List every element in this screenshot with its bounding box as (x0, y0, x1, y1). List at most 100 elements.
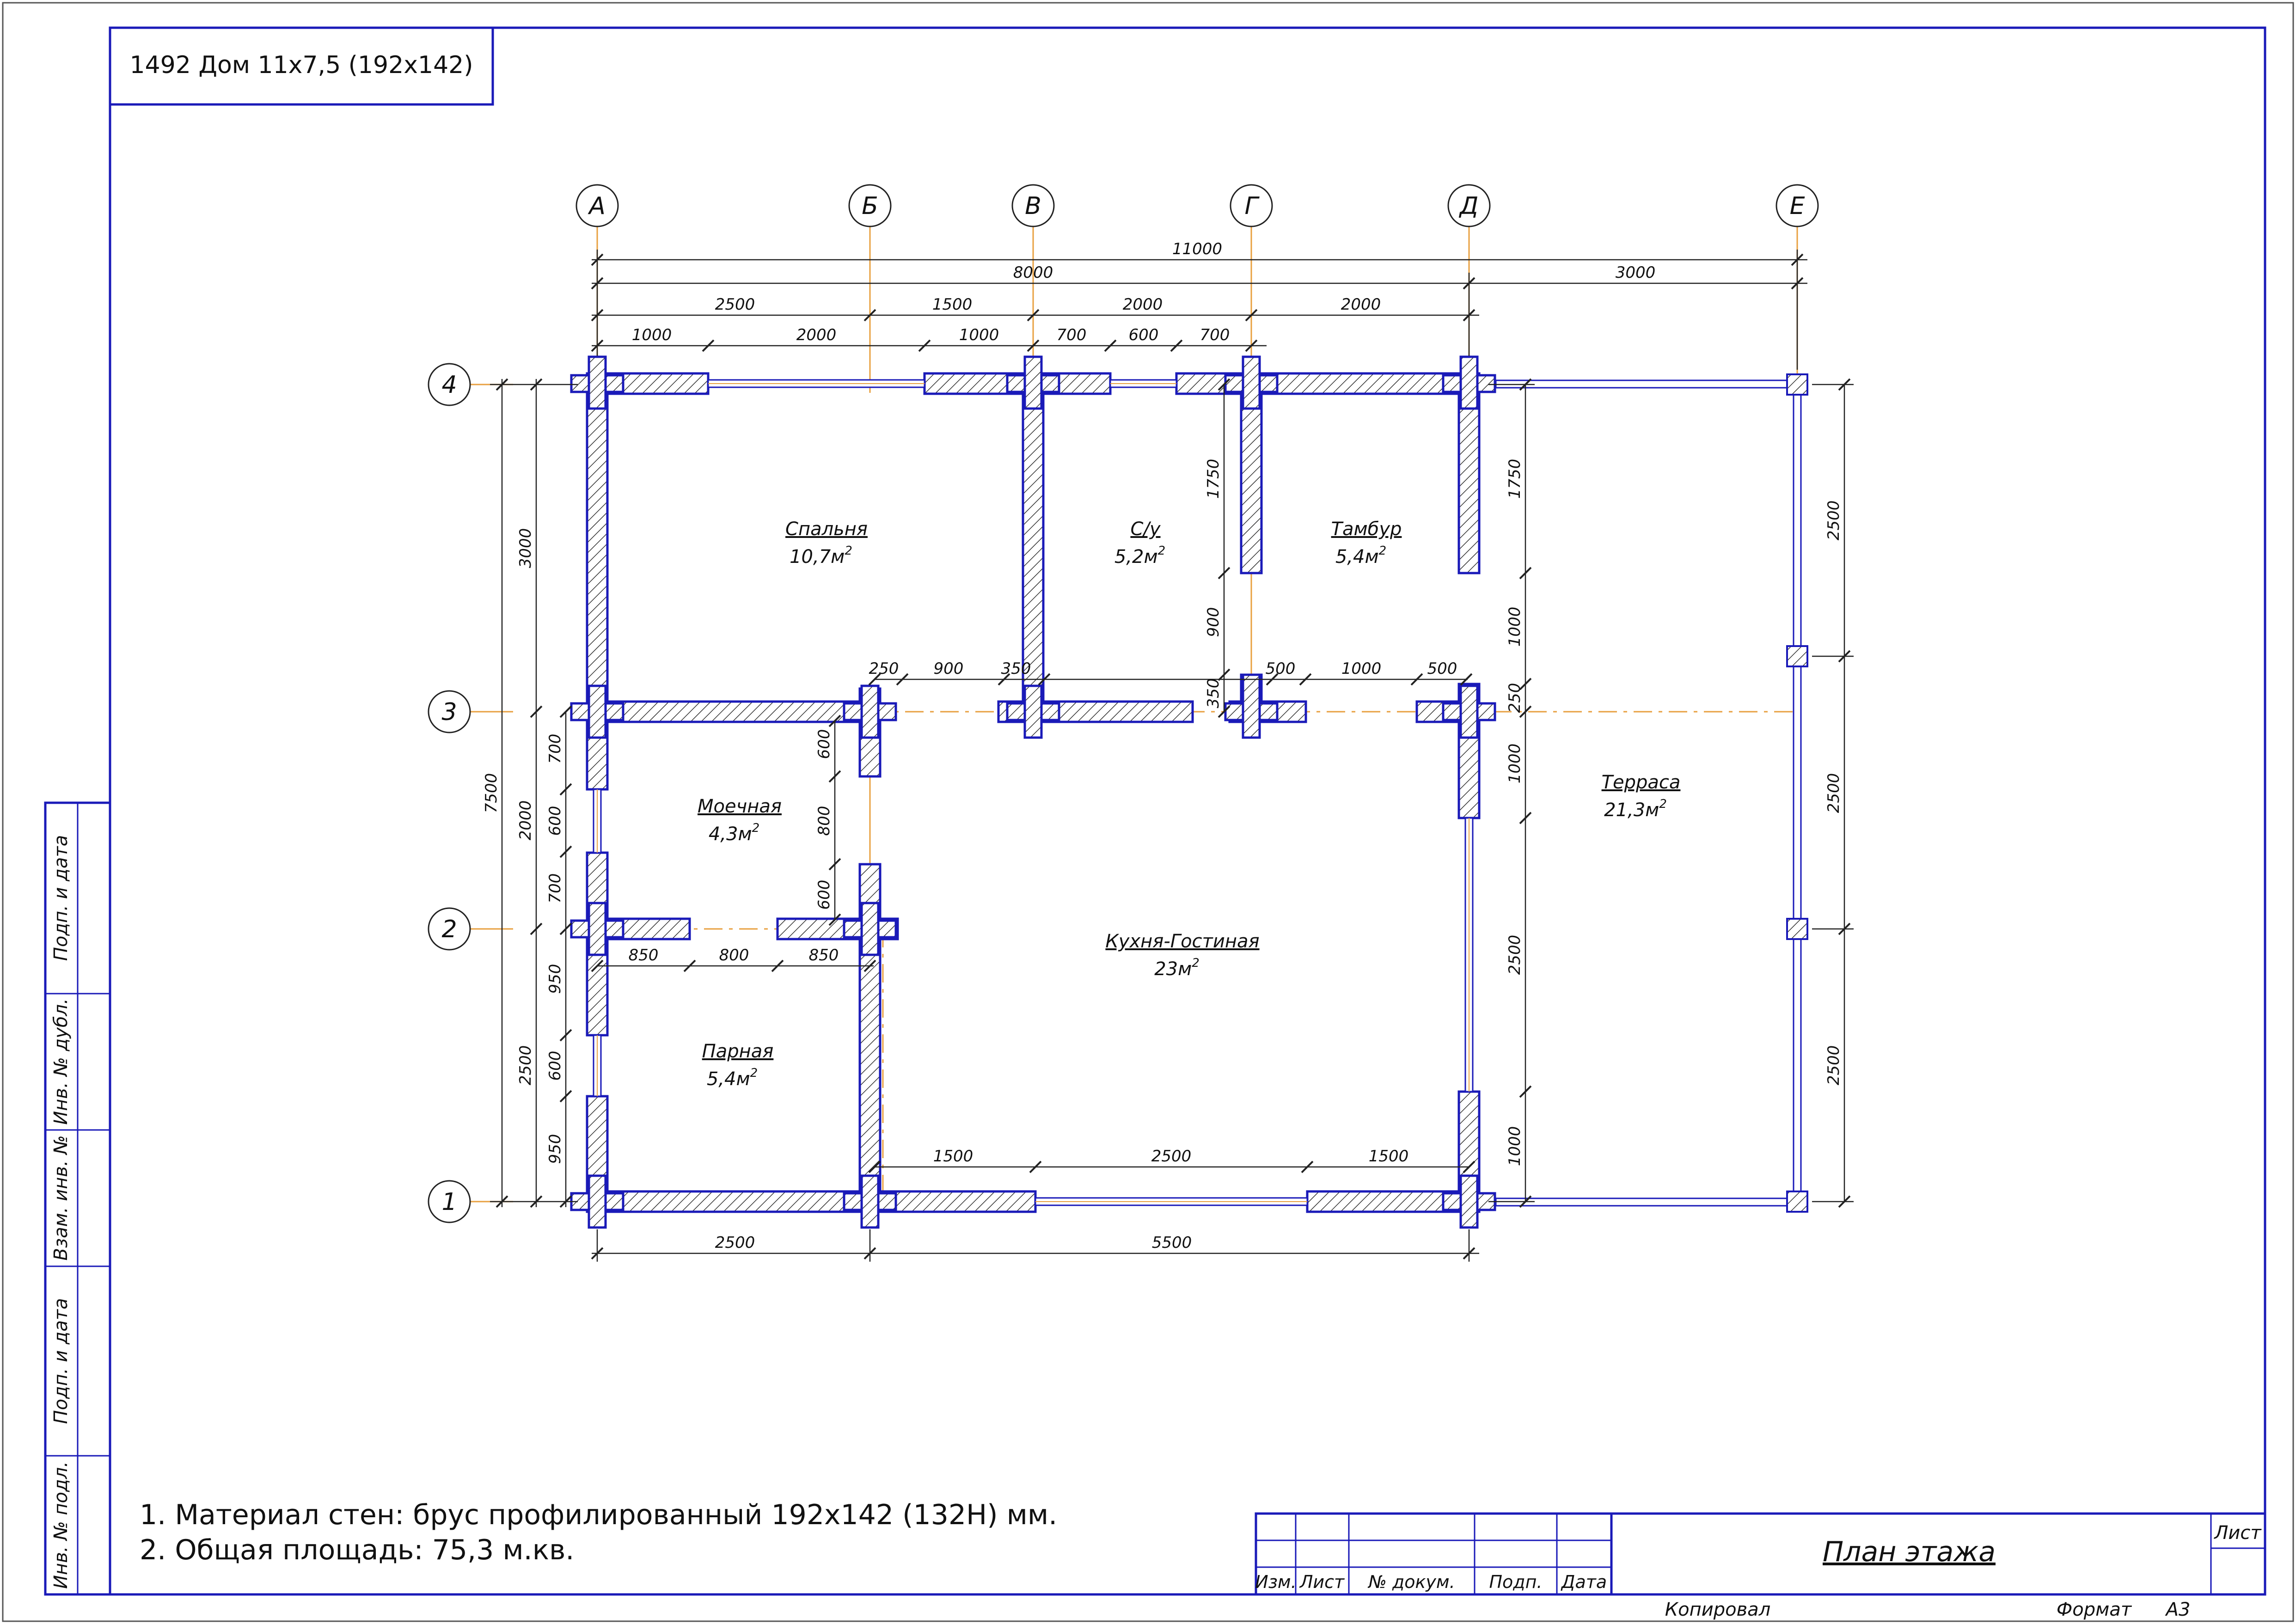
room-area-sup: 2 (1659, 797, 1667, 811)
room-name: Спальня (785, 519, 868, 540)
dim-label: 700 (546, 873, 564, 904)
dim-label: 2500 (715, 295, 755, 314)
dim-label: 1000 (959, 326, 999, 344)
stamp-label: Взам. инв. № (50, 1135, 72, 1261)
dim-label: 11000 (1172, 240, 1222, 258)
dim-label: 1000 (1506, 607, 1524, 647)
room-area-value: 5,2м (1114, 546, 1158, 568)
terrace-post (1786, 373, 1808, 396)
dim-label: 2500 (1825, 773, 1843, 813)
axis-label-g: Г (1245, 192, 1260, 220)
dim-label: 2000 (1341, 295, 1381, 314)
stamp-label: Инв. № подл. (50, 1461, 72, 1589)
room-area-sup: 2 (1379, 544, 1387, 558)
tb-col-label: Дата (1561, 1572, 1607, 1592)
axis-label-1: 1 (441, 1188, 457, 1216)
dim-label: 600 (815, 729, 833, 759)
dim-label: 2000 (796, 326, 837, 344)
dimension-ticks (496, 253, 1851, 1260)
tb-sheet-label: Лист (2213, 1522, 2262, 1544)
axis-label-d: Д (1459, 192, 1479, 220)
dim-label: 950 (546, 964, 564, 994)
room-area-sup: 2 (845, 544, 852, 558)
title-tag: 1492 Дом 11x7,5 (192x142) (109, 26, 494, 106)
room-area-value: 21,3м (1604, 800, 1659, 821)
axis-label-a: А (588, 192, 606, 220)
terrace-structure (1495, 373, 1808, 1213)
room-area-sup: 2 (1158, 544, 1166, 558)
room-area: 5,2м2 (1114, 544, 1165, 568)
tb-sheet-title: План этажа (1823, 1536, 1996, 1568)
terrace-post (1786, 918, 1808, 940)
dim-label: 900 (1204, 607, 1223, 637)
room-area-value: 5,4м (707, 1068, 750, 1090)
room-area: 5,4м2 (707, 1066, 758, 1090)
dim-label: 3000 (1616, 263, 1656, 282)
dim-label: 900 (934, 659, 964, 678)
dimension-texts: 11000 8000 3000 2500 1500 2000 2000 1000… (482, 240, 1843, 1252)
dim-label: 950 (546, 1134, 564, 1164)
note-line: 2. Общая площадь: 75,3 м.кв. (140, 1534, 574, 1566)
room-area: 10,7м2 (790, 544, 852, 568)
dim-label: 1750 (1506, 459, 1524, 499)
wall-joints (570, 355, 1496, 1229)
axis-label-4: 4 (441, 371, 457, 399)
dim-label: 700 (546, 734, 564, 764)
dim-label: 1000 (632, 326, 672, 344)
tb-copied: Копировал (1665, 1599, 1771, 1620)
dim-label: 2000 (1123, 295, 1163, 314)
terrace-post (1786, 645, 1808, 667)
room-area-value: 23м (1154, 959, 1192, 980)
stamp-label: Подп. и дата (50, 1298, 72, 1424)
room-area: 4,3м2 (709, 821, 759, 845)
room-name: Моечная (698, 796, 782, 817)
dim-label: 600 (1129, 326, 1159, 344)
room-labels: Спальня 10,7м2 С/у 5,2м2 Тамбур 5,4м2 Мо… (698, 519, 1680, 1090)
room-area: 23м2 (1154, 956, 1200, 980)
title-tag-text: 1492 Дом 11x7,5 (192x142) (129, 51, 473, 79)
axis-bubbles (428, 184, 1819, 1223)
tb-col-label: Лист (1299, 1572, 1345, 1592)
dimension-lines (490, 250, 1854, 1262)
room-name: С/у (1130, 519, 1161, 540)
dim-label: 800 (815, 806, 833, 836)
dim-label: 500 (1427, 659, 1457, 678)
dim-label: 1750 (1204, 459, 1223, 499)
axis-labels: А Б В Г Д Е 4 3 2 1 (441, 192, 1805, 1216)
room-area-value: 4,3м (709, 824, 752, 845)
axis-label-v: В (1025, 192, 1041, 220)
dim-label: 700 (1057, 326, 1087, 344)
note-line: 1. Материал стен: брус профилированный 1… (140, 1499, 1057, 1531)
dim-label: 5500 (1152, 1233, 1192, 1252)
dim-label: 1000 (1341, 659, 1382, 678)
dim-label: 2500 (1825, 1045, 1843, 1086)
dim-label: 1500 (933, 1147, 974, 1166)
dim-label: 250 (869, 659, 899, 678)
drawing-frame (109, 26, 2266, 1596)
axis-label-b: Б (862, 192, 878, 220)
dim-label: 850 (629, 946, 659, 965)
axis-label-2: 2 (441, 916, 457, 943)
dim-label: 500 (1266, 659, 1296, 678)
room-area-sup: 2 (1192, 956, 1200, 970)
dim-label: 800 (719, 946, 749, 965)
tb-col-label: Подп. (1489, 1572, 1542, 1592)
dim-label: 850 (809, 946, 839, 965)
dim-label: 1500 (932, 295, 973, 314)
window-panes (597, 383, 1469, 1202)
tb-format-label: Формат (2057, 1599, 2132, 1620)
room-area: 21,3м2 (1604, 797, 1667, 821)
dim-label: 1000 (1506, 744, 1524, 784)
room-area-sup: 2 (752, 821, 760, 835)
title-block: Изм. Лист № докум. Подп. Дата План этажа… (1255, 1512, 2266, 1620)
room-name: Терраса (1602, 772, 1681, 793)
stamp-label: Инв. № дубл. (50, 998, 72, 1125)
tb-col-label: Изм. (1255, 1572, 1296, 1592)
room-area: 5,4м2 (1335, 544, 1386, 568)
terrace-post (1786, 1191, 1808, 1213)
dim-label: 700 (1200, 326, 1230, 344)
dim-label: 2000 (516, 800, 535, 841)
dim-label: 250 (1506, 683, 1524, 713)
dim-label: 350 (1204, 678, 1223, 708)
